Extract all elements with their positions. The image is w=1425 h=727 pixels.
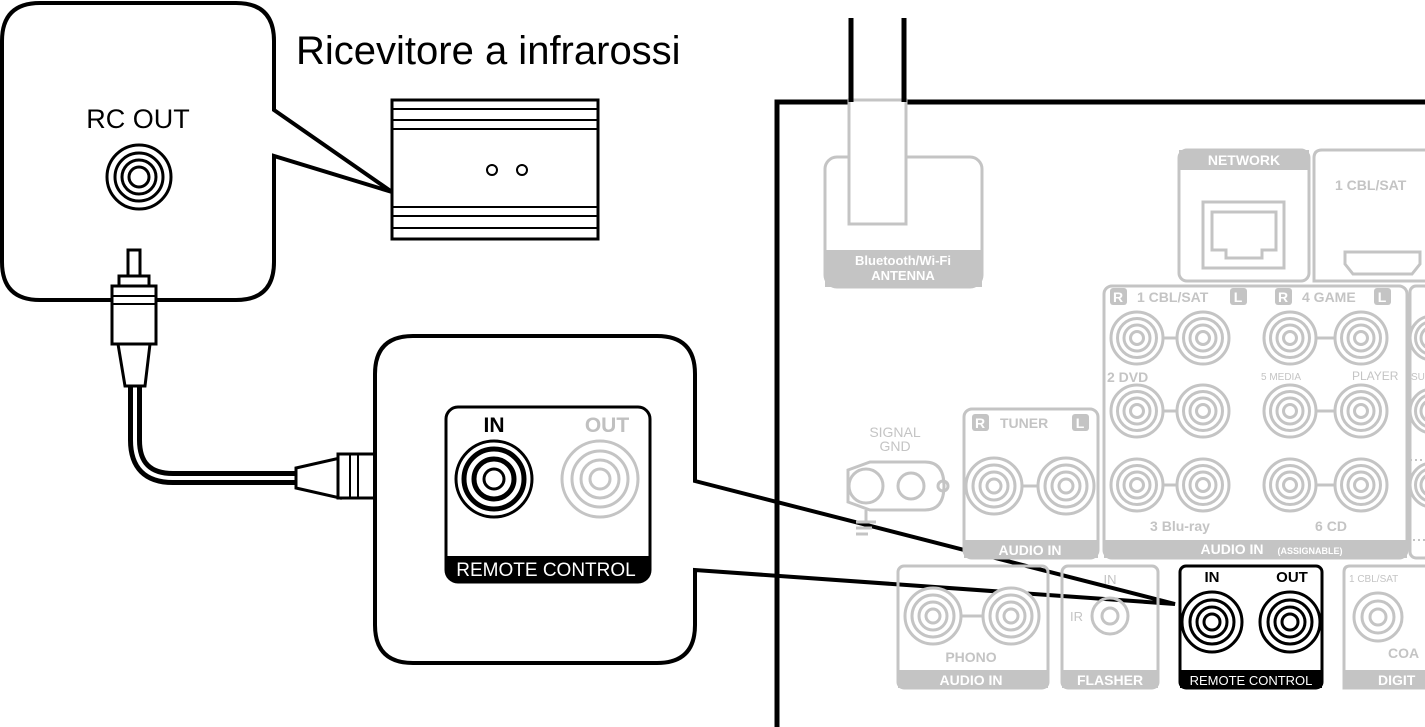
rca-jack-icon [1262,457,1318,513]
row4-left-label: 3 Blu-ray [1150,518,1210,534]
rca-jack-icon [1109,457,1165,513]
phono-jack-l-icon [981,586,1041,646]
row2-right-label: PLAYER [1352,369,1399,383]
assignable-audio-label: AUDIO IN [1201,541,1264,557]
flasher-footer-label: FLASHER [1077,672,1143,688]
flasher-in-label: IN [1104,572,1117,587]
rear-panel: Bluetooth/Wi-Fi ANTENNA NETWORK 1 CBL/SA… [774,18,1425,727]
phono-footer [898,670,1048,688]
tuner-jack-r-icon [964,456,1024,516]
signal-gnd-line2: GND [879,438,910,454]
digital-frame [1342,564,1425,690]
rca-jack-icon [1408,315,1425,361]
coax-top-label: 1 CBL/SAT [1349,574,1398,585]
coax-label: COA [1388,645,1419,661]
rear-rc-in-jack-icon [1180,590,1244,654]
rca-jack-icon [1175,383,1231,439]
tuner-label: TUNER [1000,415,1048,431]
svg-text:R: R [975,415,985,431]
rear-remote-control-footer [1180,670,1322,688]
coax-jack-icon [1352,591,1404,643]
rca-jack-icon [1408,388,1425,434]
badge-l-2: L [1374,288,1391,305]
group2-label: 4 GAME [1302,289,1356,305]
badge-r-2: R [1275,288,1292,305]
rca-jack-icon [1333,310,1389,366]
ir-receiver-icon [390,98,600,241]
hdmi-label: 1 CBL/SAT [1335,177,1407,193]
badge-r-1: R [1110,288,1127,305]
tuner-footer-label: AUDIO IN [999,542,1062,558]
antenna-label-line2: ANTENNA [871,268,935,283]
rear-rc-out-jack-icon [1258,590,1322,654]
right-edge-port [1409,459,1425,541]
row4-right-label: 6 CD [1315,518,1347,534]
rear-rc-out-label: OUT [1276,569,1308,586]
ground-terminal-icon [846,460,950,536]
rca-jack-icon [1109,383,1165,439]
row2-left-label: 2 DVD [1107,369,1148,385]
rear-rc-in-label: IN [1205,569,1220,586]
antenna-label-band [825,250,982,287]
remote-control-zoom-footer [446,556,650,582]
zoom-in-label: IN [484,414,505,437]
rca-jack-icon [1109,310,1165,366]
antenna-label-line1: Bluetooth/Wi-Fi [855,253,951,268]
svg-text:L: L [1378,289,1387,305]
rca-jack-icon [1175,310,1231,366]
hdmi-frame [1312,148,1425,283]
svg-text:R: R [1113,289,1123,305]
hdmi-port-icon [1343,250,1422,276]
rca-jack-icon [1262,310,1318,366]
faded-jacks [903,456,1096,646]
svg-text:L: L [1076,415,1085,431]
flasher-jack-icon [1090,596,1130,636]
badge-l-1: L [1230,288,1247,305]
tuner-jack-l-icon [1036,456,1096,516]
group1-label: 1 CBL/SAT [1137,289,1209,305]
zoom-out-label: OUT [585,414,630,437]
rca-jack-icon [1175,457,1231,513]
network-header [1179,150,1309,170]
assignable-audio-footer [1104,540,1407,558]
phono-jack-r-icon [903,586,963,646]
rca-jack-icon [1333,457,1389,513]
row2-mid-label: 5 MEDIA [1261,372,1301,383]
tuner-footer [964,540,1098,558]
rc-out-label: RC OUT [86,104,190,134]
zoom-out-jack-icon [560,439,640,519]
phono-label: PHONO [945,649,996,665]
right-edge-frame [1408,284,1425,560]
assignable-jacks [1137,336,1361,487]
row2-edge-label: SU [1411,372,1425,383]
tuner-badge-l: L [1072,414,1089,431]
flasher-footer [1062,670,1158,688]
rca-jack-icon [1333,383,1389,439]
digital-footer [1344,670,1425,688]
zoom-in-jack-icon [454,439,534,519]
network-label: NETWORK [1208,152,1280,168]
digital-footer-label: DIGIT [1378,672,1416,688]
phono-footer-label: AUDIO IN [940,672,1003,688]
diagram-title: Ricevitore a infrarossi [296,29,681,73]
flasher-ir-label: IR [1070,609,1083,624]
svg-text:R: R [1278,289,1288,305]
rear-remote-control-footer-label: REMOTE CONTROL [1190,673,1313,688]
rc-out-callout [0,1,394,302]
ethernet-port-icon [1201,200,1286,270]
rca-jack-icon [1262,383,1318,439]
assignable-jack-grid [1109,310,1425,513]
tuner-badge-r: R [972,414,989,431]
assignable-note: (ASSIGNABLE) [1278,546,1343,556]
svg-text:L: L [1234,289,1243,305]
remote-control-zoom-footer-label: REMOTE CONTROL [456,560,635,581]
rc-out-jack-icon [105,143,173,211]
rca-jack-icon [1408,462,1425,508]
antenna-icon [847,18,908,226]
signal-gnd-line1: SIGNAL [869,424,921,440]
